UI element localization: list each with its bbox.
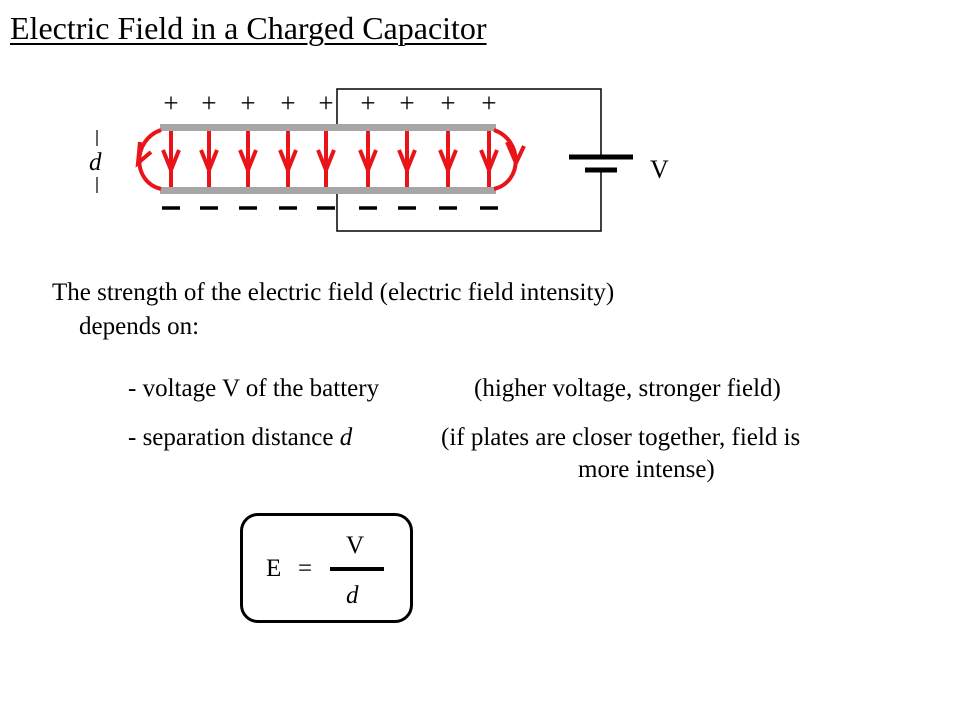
positive-charge-sign: + bbox=[280, 88, 295, 118]
positive-charge-sign: + bbox=[318, 88, 333, 118]
description-line-2: depends on: bbox=[79, 313, 200, 340]
positive-charge-sign: + bbox=[399, 88, 414, 118]
field-line bbox=[479, 131, 499, 187]
page-title: Electric Field in a Charged Capacitor bbox=[10, 10, 487, 46]
field-line bbox=[238, 131, 258, 187]
formula-denominator: d bbox=[346, 582, 359, 609]
formula-equals: = bbox=[298, 555, 313, 582]
positive-charge-sign: + bbox=[440, 88, 455, 118]
fraction-bar bbox=[330, 567, 384, 571]
factor-voltage-note: (higher voltage, stronger field) bbox=[474, 375, 781, 402]
factor-distance-note-continued: more intense) bbox=[578, 456, 715, 483]
fringe-arrow-left bbox=[135, 141, 153, 168]
bottom-plate bbox=[160, 187, 496, 194]
description-line-1: The strength of the electric field (elec… bbox=[52, 279, 615, 306]
field-line bbox=[199, 131, 219, 187]
formula-box bbox=[240, 513, 413, 623]
factor-distance-text: - separation distance bbox=[128, 424, 334, 451]
factor-distance-note: (if plates are closer together, field is bbox=[441, 424, 801, 451]
field-line bbox=[358, 131, 378, 187]
formula-lhs: E bbox=[266, 555, 282, 582]
positive-charge-sign: + bbox=[201, 88, 216, 118]
circuit-wire-bottom bbox=[336, 170, 602, 232]
positive-charge-sign: + bbox=[163, 88, 178, 118]
positive-charge-sign: + bbox=[240, 88, 255, 118]
top-plate bbox=[160, 124, 496, 131]
field-lines bbox=[161, 131, 499, 187]
circuit-wire-top bbox=[336, 88, 602, 157]
fringe-arrow-right bbox=[505, 141, 526, 168]
battery-voltage-label: V bbox=[650, 155, 669, 184]
charges: + + + + + + + + + bbox=[162, 88, 498, 210]
factor-distance-variable: d bbox=[339, 424, 353, 451]
factor-voltage: - voltage V of the battery bbox=[128, 375, 380, 402]
field-line bbox=[278, 131, 298, 187]
positive-charge-sign: + bbox=[360, 88, 375, 118]
formula-numerator: V bbox=[346, 532, 365, 559]
factor-distance: - separation distance d bbox=[128, 424, 352, 452]
positive-charge-sign: + bbox=[481, 88, 496, 118]
distance-label: d bbox=[89, 149, 102, 176]
field-line bbox=[438, 131, 458, 187]
field-line bbox=[316, 131, 336, 187]
field-line bbox=[397, 131, 417, 187]
field-line bbox=[161, 131, 181, 187]
